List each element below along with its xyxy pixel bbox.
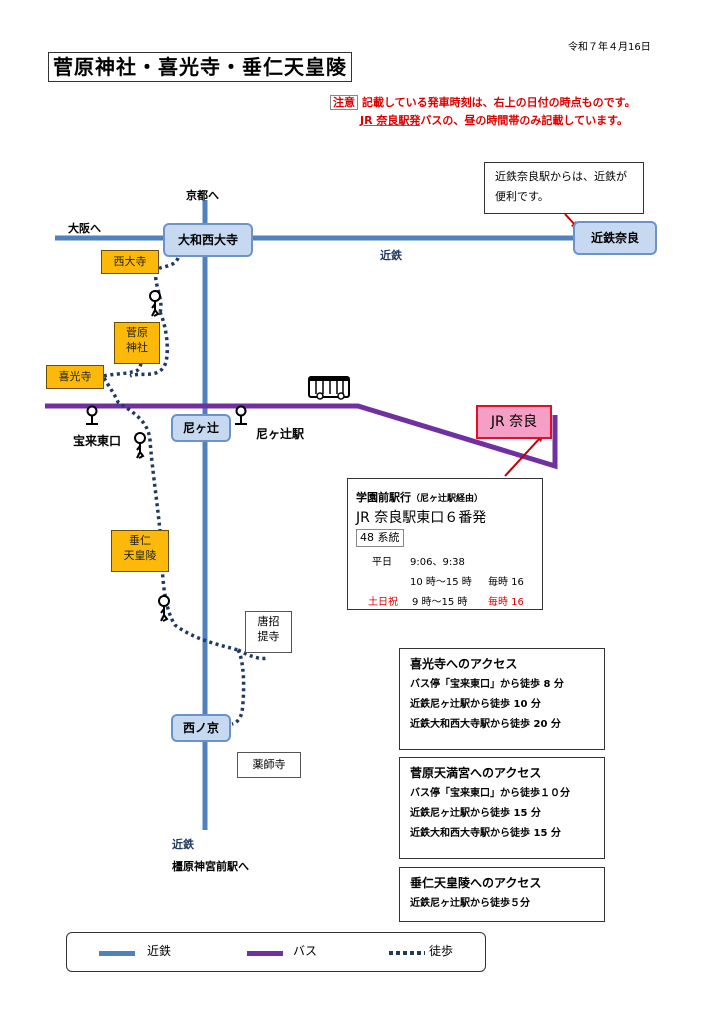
station-nishinokyo[interactable]: 西ノ京	[171, 714, 231, 742]
walk-path-horai-suinin	[102, 377, 239, 652]
poi-toshodaiji[interactable]: 唐招 提寺	[245, 611, 292, 653]
access-heading: 垂仁天皇陵へのアクセス	[410, 876, 542, 890]
walk-path-kikoji	[103, 359, 143, 378]
poi-label-line: 唐招	[257, 615, 280, 628]
direction-kyoto: 京都へ	[186, 189, 219, 202]
poi-label-line: 神社	[126, 341, 148, 354]
walker-icon	[149, 290, 161, 317]
poi-label-line: 提寺	[257, 630, 280, 643]
station-jr-nara[interactable]: JR 奈良	[476, 405, 552, 439]
timetable-destination-row: 学園前駅行（尼ヶ辻駅経由）	[356, 489, 483, 505]
bus-stop-horai-higashiguchi: 宝来東口	[73, 434, 122, 448]
legend: 近鉄 バス 徒歩	[66, 932, 486, 972]
bus-stop-amagatsuji-eki: 尼ヶ辻駅	[256, 427, 305, 441]
poi-yakushiji[interactable]: 薬師寺	[237, 752, 301, 778]
legend-label-bus: バス	[293, 944, 318, 958]
poi-label-line: 天皇陵	[123, 549, 157, 562]
notice: 注意記載している発車時刻は、右上の日付の時点ものです。 JR 奈良駅発バスの、昼…	[330, 94, 636, 130]
weekday-range: 10 時～15 時	[410, 577, 472, 588]
access-row: 近鉄大和西大寺駅から徒歩 15 分	[410, 828, 561, 839]
walker-icon	[158, 595, 170, 622]
notice-tag: 注意	[330, 95, 358, 110]
legend-label-kintetsu: 近鉄	[147, 944, 172, 958]
access-row: バス停「宝来東口」から徒歩１０分	[410, 788, 570, 799]
date-label: 令和７年４月16日	[568, 42, 651, 53]
timetable-route-badge: 48 系統	[356, 529, 404, 547]
access-row: 近鉄大和西大寺駅から徒歩 20 分	[410, 719, 561, 730]
bus-timetable: 学園前駅行（尼ヶ辻駅経由） JR 奈良駅東口６番発 48 系統 平日 9:06、…	[347, 478, 543, 610]
callout-arrow-jr-nara	[504, 437, 541, 477]
poi-label-line: 菅原	[126, 326, 148, 339]
bus-icon	[308, 376, 350, 400]
walk-path-nishinokyo	[231, 649, 246, 726]
weekday-frequency: 毎時 16	[488, 577, 524, 588]
walker-icon	[134, 432, 146, 459]
line-label-kintetsu: 近鉄	[380, 249, 402, 262]
access-row: 近鉄尼ヶ辻駅から徒歩 15 分	[410, 808, 541, 819]
notice-line-2: バスの、昼の時間帯のみ記載しています。	[420, 114, 628, 127]
timetable-via: （尼ヶ辻駅経由）	[411, 494, 484, 504]
access-row: 近鉄尼ヶ辻駅から徒歩５分	[410, 898, 530, 909]
access-box-sugawara: 菅原天満宮へのアクセス バス停「宝来東口」から徒歩１０分 近鉄尼ヶ辻駅から徒歩 …	[399, 757, 605, 859]
direction-kashihara: 橿原神宮前駅へ	[172, 860, 249, 873]
page-title: 菅原神社・喜光寺・垂仁天皇陵	[48, 52, 352, 82]
station-yamato-saidaiji[interactable]: 大和西大寺	[163, 223, 253, 257]
poi-sugawara-shrine[interactable]: 菅原 神社	[114, 322, 160, 364]
direction-osaka: 大阪へ	[68, 222, 101, 235]
timetable-departure: JR 奈良駅東口６番発	[356, 510, 487, 526]
access-heading: 菅原天満宮へのアクセス	[410, 766, 542, 780]
poi-saidaiji[interactable]: 西大寺	[101, 250, 159, 274]
notice-jr-nara-departure: JR 奈良駅発	[360, 114, 421, 127]
access-heading: 喜光寺へのアクセス	[410, 657, 518, 671]
legend-swatch-bus	[247, 951, 283, 956]
access-box-suinin: 垂仁天皇陵へのアクセス 近鉄尼ヶ辻駅から徒歩５分	[399, 867, 605, 922]
legend-label-walk: 徒歩	[429, 944, 454, 958]
access-row: 近鉄尼ヶ辻駅から徒歩 10 分	[410, 699, 541, 710]
legend-swatch-kintetsu	[99, 951, 135, 956]
station-kintetsu-nara[interactable]: 近鉄奈良	[573, 221, 657, 255]
poi-kikoji[interactable]: 喜光寺	[46, 365, 104, 389]
access-row: バス停「宝来東口」から徒歩 8 分	[410, 679, 564, 690]
line-label-kintetsu: 近鉄	[172, 838, 194, 851]
poi-suinin-tomb[interactable]: 垂仁 天皇陵	[111, 530, 169, 572]
legend-swatch-walk	[389, 951, 425, 955]
bus-line	[45, 403, 558, 470]
holiday-frequency: 毎時 16	[488, 597, 524, 608]
callout-line: 便利です。	[495, 190, 549, 203]
bus-stop-icon	[86, 405, 98, 425]
poi-label-line: 垂仁	[129, 534, 151, 547]
bus-stop-icon	[235, 405, 247, 425]
weekday-times: 9:06、9:38	[410, 557, 465, 568]
access-box-kikoji: 喜光寺へのアクセス バス停「宝来東口」から徒歩 8 分 近鉄尼ヶ辻駅から徒歩 1…	[399, 648, 605, 750]
holiday-label: 土日祝	[368, 597, 398, 608]
weekday-label: 平日	[372, 557, 392, 568]
notice-line-1: 記載している発車時刻は、右上の日付の時点ものです。	[362, 96, 636, 109]
timetable-destination: 学園前駅行	[356, 491, 411, 504]
callout-kintetsu-nara: 近鉄奈良駅からは、近鉄が 便利です。	[484, 162, 644, 214]
callout-line: 近鉄奈良駅からは、近鉄が	[495, 170, 627, 183]
station-amagatsuji[interactable]: 尼ヶ辻	[171, 414, 231, 442]
holiday-range: 9 時～15 時	[412, 597, 468, 608]
